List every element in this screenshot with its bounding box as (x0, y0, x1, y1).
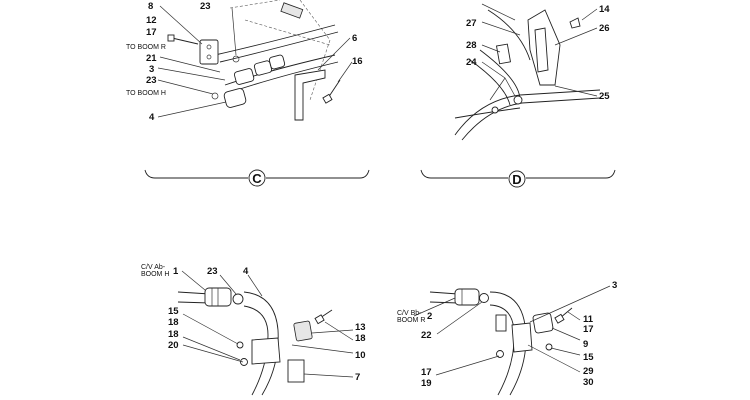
callout-c-4: 4 (149, 112, 155, 123)
callout-c-21: 21 (146, 53, 157, 64)
view-c: 8 23 12 17 21 3 23 4 6 16 TO BOOM R TO B… (126, 0, 370, 187)
note-to-boom-h: TO BOOM H (126, 90, 166, 97)
view-letter-c: C (252, 171, 262, 186)
callout-c-3: 3 (149, 64, 154, 75)
callout-br-29: 29 (583, 366, 594, 377)
callout-br-17a: 17 (583, 324, 594, 335)
callout-bl-7: 7 (355, 372, 360, 383)
callout-c-6: 6 (352, 33, 357, 44)
callout-c-17: 17 (146, 27, 157, 38)
view-d: 27 28 24 14 26 25 D (420, 3, 616, 188)
callout-br-19: 19 (421, 378, 432, 389)
callout-bl-1: 1 (173, 266, 179, 277)
view-letter-d: D (512, 172, 521, 187)
callout-bl-20: 20 (168, 340, 179, 351)
callout-c-12: 12 (146, 15, 157, 26)
callout-br-2: 2 (427, 311, 432, 322)
callout-br-9: 9 (583, 339, 588, 350)
callout-br-17b: 17 (421, 367, 432, 378)
callout-d-27: 27 (466, 18, 477, 29)
callout-c-8: 8 (148, 1, 153, 12)
callout-bl-10: 10 (355, 350, 366, 361)
callout-bl-15: 15 (168, 306, 179, 317)
callout-bl-4: 4 (243, 266, 249, 277)
callout-d-24: 24 (466, 57, 477, 68)
note-boom-r: BOOM R (397, 317, 425, 324)
callout-c-16: 16 (352, 56, 363, 67)
note-to-boom-r: TO BOOM R (126, 44, 166, 51)
callout-d-25: 25 (599, 91, 610, 102)
callout-br-22: 22 (421, 330, 432, 341)
view-bottom-left: C/V Ab- BOOM H 1 23 4 15 18 18 20 13 18 … (141, 264, 366, 396)
callout-br-3: 3 (612, 280, 617, 291)
callout-bl-18b: 18 (168, 329, 179, 340)
callout-d-28: 28 (466, 40, 477, 51)
callout-d-14: 14 (599, 4, 610, 15)
note-cv-ab: C/V Ab- (141, 264, 166, 271)
callout-br-15: 15 (583, 352, 594, 363)
note-boom-h: BOOM H (141, 271, 169, 278)
callout-bl-18c: 18 (355, 333, 366, 344)
note-cv-bb: C/V Bb- (397, 310, 422, 317)
view-bottom-right: C/V Bb- BOOM R 2 22 3 11 17 9 15 17 19 2… (397, 280, 617, 396)
callout-d-26: 26 (599, 23, 610, 34)
callout-br-30: 30 (583, 377, 594, 388)
callout-c-23a: 23 (200, 1, 211, 12)
callout-bl-13: 13 (355, 322, 366, 333)
callout-bl-23: 23 (207, 266, 218, 277)
callout-c-23b: 23 (146, 75, 157, 86)
callout-br-11: 11 (583, 314, 594, 325)
callout-bl-18a: 18 (168, 317, 179, 328)
